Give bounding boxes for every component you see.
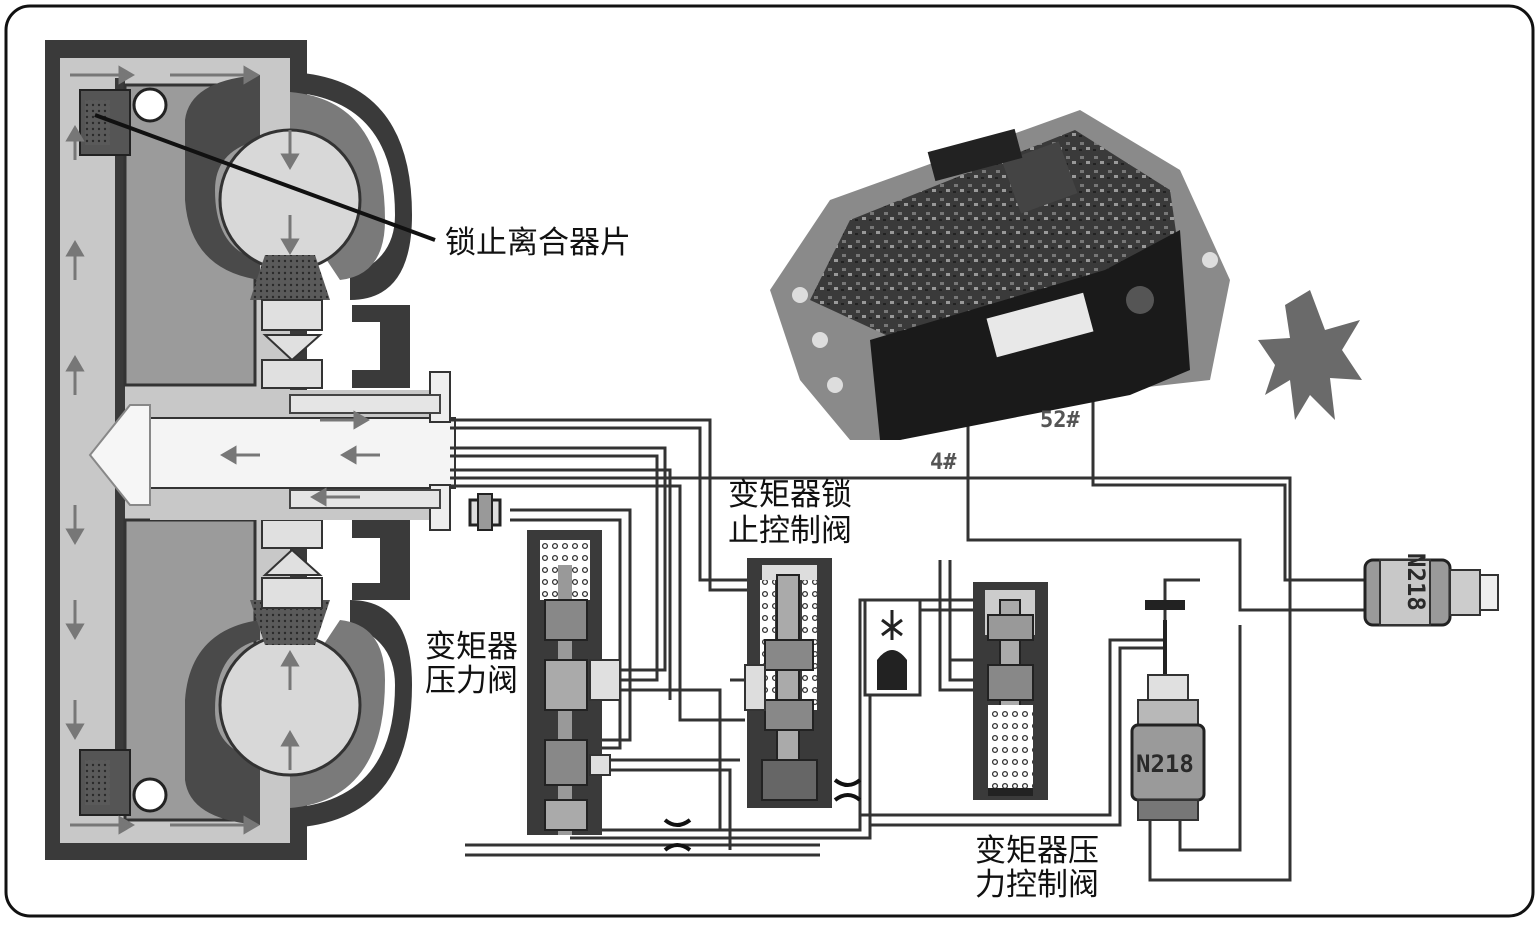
starburst-icon bbox=[1258, 290, 1362, 420]
solenoid-right-label: N218 bbox=[1402, 553, 1430, 611]
pin-4-label: 4# bbox=[930, 450, 957, 475]
solenoid-bottom-label: N218 bbox=[1136, 750, 1194, 778]
lockup-valve-body bbox=[744, 558, 832, 808]
pressure-valve-body bbox=[527, 530, 621, 835]
ecu-module bbox=[770, 110, 1230, 440]
lockup-valve-label-line1: 变矩器锁 bbox=[728, 477, 852, 513]
clutch-leader-line bbox=[94, 113, 436, 242]
small-plunger-icon bbox=[468, 493, 502, 531]
solenoid-bottom-icon bbox=[1130, 600, 1206, 821]
pressure-control-label-line2: 力控制阀 bbox=[975, 867, 1099, 903]
clutch-plate-label: 锁止离合器片 bbox=[445, 225, 631, 261]
pressure-valve-label-line2: 压力阀 bbox=[425, 663, 518, 699]
pin-52-label: 52# bbox=[1040, 408, 1080, 433]
outer-frame bbox=[4, 4, 1535, 918]
pressure-control-valve-body bbox=[863, 582, 1048, 800]
torque-converter bbox=[45, 40, 456, 860]
lockup-valve-label-line2: 止控制阀 bbox=[728, 513, 852, 549]
pressure-valve-label-line1: 变矩器 bbox=[425, 629, 518, 665]
pressure-control-label-line1: 变矩器压 bbox=[975, 833, 1099, 869]
solenoid-right-icon bbox=[1363, 558, 1499, 627]
